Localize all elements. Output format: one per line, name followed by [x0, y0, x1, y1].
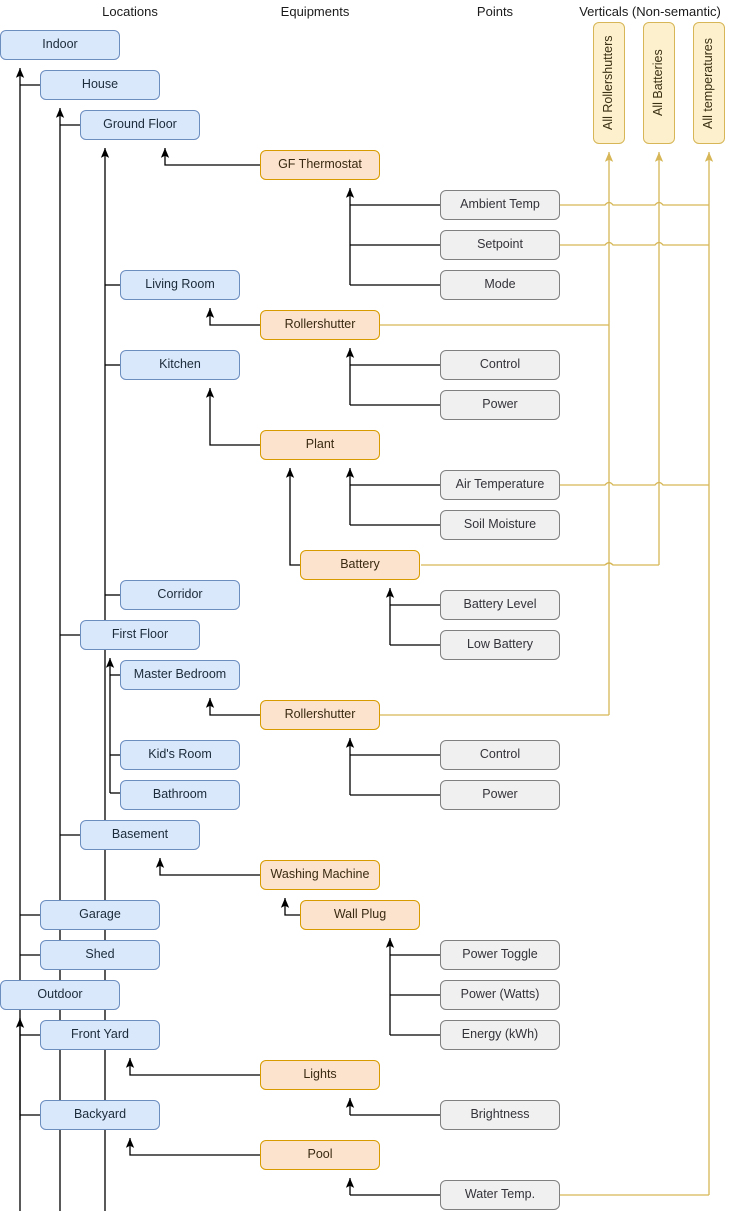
location-node-corridor[interactable]: Corridor — [120, 580, 240, 610]
point-node-ambient-temp[interactable]: Ambient Temp — [440, 190, 560, 220]
vertical-node-all-temperatures[interactable]: All temperatures — [693, 22, 725, 144]
point-node-air-temperature[interactable]: Air Temperature — [440, 470, 560, 500]
point-node-power-master-bedroom[interactable]: Power — [440, 780, 560, 810]
location-node-kids-room[interactable]: Kid's Room — [120, 740, 240, 770]
point-node-power-toggle[interactable]: Power Toggle — [440, 940, 560, 970]
location-node-backyard[interactable]: Backyard — [40, 1100, 160, 1130]
location-node-garage[interactable]: Garage — [40, 900, 160, 930]
location-node-outdoor[interactable]: Outdoor — [0, 980, 120, 1010]
point-node-setpoint[interactable]: Setpoint — [440, 230, 560, 260]
equipment-node-washing-machine[interactable]: Washing Machine — [260, 860, 380, 890]
point-node-water-temp[interactable]: Water Temp. — [440, 1180, 560, 1210]
equipment-node-pool[interactable]: Pool — [260, 1140, 380, 1170]
location-node-shed[interactable]: Shed — [40, 940, 160, 970]
location-node-kitchen[interactable]: Kitchen — [120, 350, 240, 380]
equipment-node-plant[interactable]: Plant — [260, 430, 380, 460]
point-node-power-watts[interactable]: Power (Watts) — [440, 980, 560, 1010]
point-node-control-living-room[interactable]: Control — [440, 350, 560, 380]
location-node-front-yard[interactable]: Front Yard — [40, 1020, 160, 1050]
point-node-control-master-bedroom[interactable]: Control — [440, 740, 560, 770]
location-node-first-floor[interactable]: First Floor — [80, 620, 200, 650]
equipment-node-wall-plug[interactable]: Wall Plug — [300, 900, 420, 930]
point-node-mode[interactable]: Mode — [440, 270, 560, 300]
point-node-energy-kwh[interactable]: Energy (kWh) — [440, 1020, 560, 1050]
vertical-node-all-batteries[interactable]: All Batteries — [643, 22, 675, 144]
equipment-node-rollershutter-master-bedroom[interactable]: Rollershutter — [260, 700, 380, 730]
point-node-brightness[interactable]: Brightness — [440, 1100, 560, 1130]
location-node-master-bedroom[interactable]: Master Bedroom — [120, 660, 240, 690]
point-node-low-battery[interactable]: Low Battery — [440, 630, 560, 660]
column-header-verticals: Verticals (Non-semantic) — [579, 4, 721, 19]
vertical-node-all-rollershutters[interactable]: All Rollershutters — [593, 22, 625, 144]
location-node-bathroom[interactable]: Bathroom — [120, 780, 240, 810]
equipment-node-gf-thermostat[interactable]: GF Thermostat — [260, 150, 380, 180]
location-node-living-room[interactable]: Living Room — [120, 270, 240, 300]
equipment-node-rollershutter-living-room[interactable]: Rollershutter — [260, 310, 380, 340]
column-header-points: Points — [476, 4, 514, 19]
point-node-battery-level[interactable]: Battery Level — [440, 590, 560, 620]
point-node-soil-moisture[interactable]: Soil Moisture — [440, 510, 560, 540]
column-header-locations: Locations — [102, 4, 158, 19]
column-header-equipments: Equipments — [280, 4, 350, 19]
location-node-ground-floor[interactable]: Ground Floor — [80, 110, 200, 140]
equipment-node-battery[interactable]: Battery — [300, 550, 420, 580]
equipment-node-lights[interactable]: Lights — [260, 1060, 380, 1090]
point-node-power-living-room[interactable]: Power — [440, 390, 560, 420]
location-node-house[interactable]: House — [40, 70, 160, 100]
location-node-indoor[interactable]: Indoor — [0, 30, 120, 60]
location-node-basement[interactable]: Basement — [80, 820, 200, 850]
